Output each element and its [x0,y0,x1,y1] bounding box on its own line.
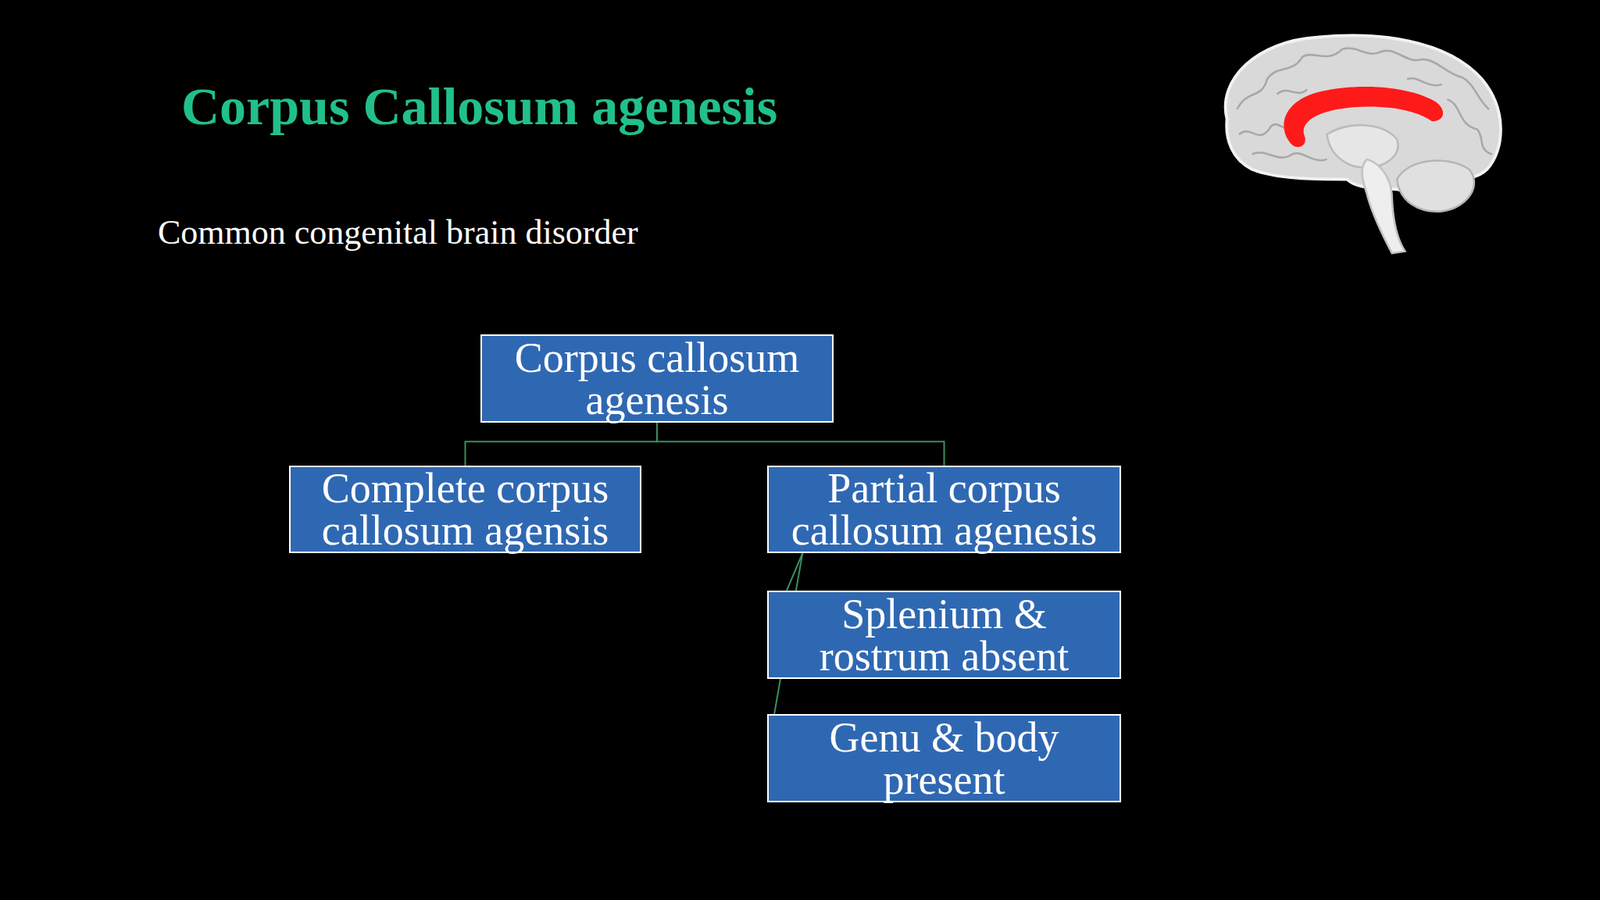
brain-illustration [1207,28,1508,255]
box-label: Corpus callosum agenesis [489,336,825,422]
hierarchy-box: Partial corpus callosum agenesis [767,465,1122,554]
hierarchy-box: Splenium & rostrum absent [767,590,1122,679]
hierarchy-box: Corpus callosum agenesis [480,334,834,423]
subtitle-note: Common congenital brain disorder [157,215,639,250]
corpus-callosum [1283,86,1443,147]
box-label: Splenium & rostrum absent [776,592,1112,678]
box-label: Genu & body present [776,716,1112,801]
connector-line [657,422,945,466]
box-label: Complete corpus callosum agensis [298,467,633,552]
connector-line [786,553,803,591]
cerebellum [1396,160,1475,212]
connector-line [465,422,658,466]
brainstem [1361,159,1405,254]
slide-title: Corpus Callosum agenesis [181,79,778,133]
box-label: Partial corpus callosum agenesis [776,467,1112,552]
hierarchy-box: Genu & body present [767,714,1122,803]
thalamus [1327,125,1399,168]
hierarchy-box: Complete corpus callosum agensis [289,465,642,554]
